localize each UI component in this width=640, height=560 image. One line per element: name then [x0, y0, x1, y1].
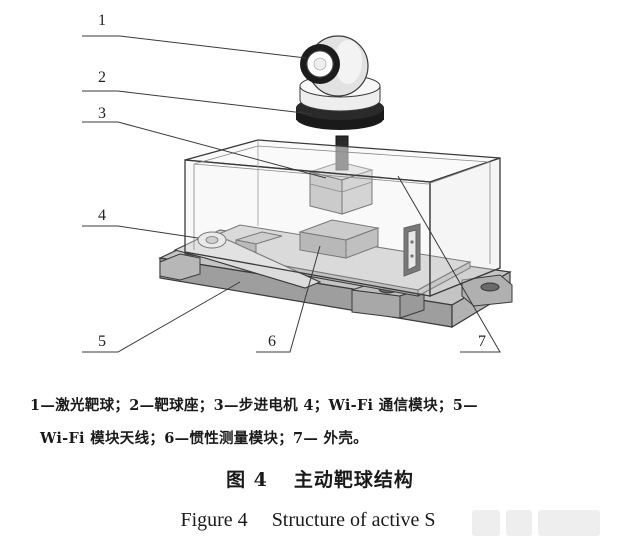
legend-line-2: Wi-Fi 模块天线；6—惯性测量模块；7— 外壳。 — [40, 430, 368, 447]
caption-cn-title: 主动靶球结构 — [293, 469, 414, 491]
caption-en-title: Structure of active S — [271, 509, 436, 531]
caption-english: Figure 4 Structure of active S — [0, 509, 628, 532]
callout-label-4: 4 — [98, 207, 106, 224]
callout-line-5 — [82, 281, 241, 353]
caption-cn-figure-number: 图 4 — [226, 469, 268, 491]
watermark-overlay — [506, 510, 532, 536]
watermark-overlay — [472, 510, 500, 536]
callout-label-3: 3 — [98, 105, 106, 122]
laser-target-ball — [300, 35, 369, 97]
callout-line-1 — [82, 35, 307, 59]
callout-label-1: 1 — [98, 12, 106, 29]
callout-line-2 — [82, 90, 313, 115]
callout-lines — [82, 35, 501, 353]
callout-line-4 — [82, 225, 199, 239]
housing — [184, 139, 501, 297]
callout-label-2: 2 — [98, 69, 106, 86]
caption-en-figure-number: Figure 4 — [180, 509, 248, 531]
active-target-diagram: 1 2 3 4 5 6 7 — [82, 12, 513, 353]
callout-line-3 — [82, 121, 327, 179]
callout-line-6 — [256, 245, 321, 353]
callout-label-6: 6 — [268, 333, 276, 350]
imu-module — [298, 219, 380, 259]
caption-chinese: 图 4 主动靶球结构 — [0, 465, 640, 492]
callout-label-7: 7 — [478, 333, 486, 350]
legend-line-1: 1—激光靶球；2—靶球座；3—步进电机 4；Wi-Fi 通信模块；5— — [30, 397, 478, 414]
callout-line-7 — [397, 175, 501, 353]
callout-numbers: 1 2 3 4 5 6 7 — [98, 12, 486, 350]
callout-label-5: 5 — [98, 333, 106, 350]
wifi-module — [403, 223, 421, 277]
watermark-overlay — [538, 510, 600, 536]
